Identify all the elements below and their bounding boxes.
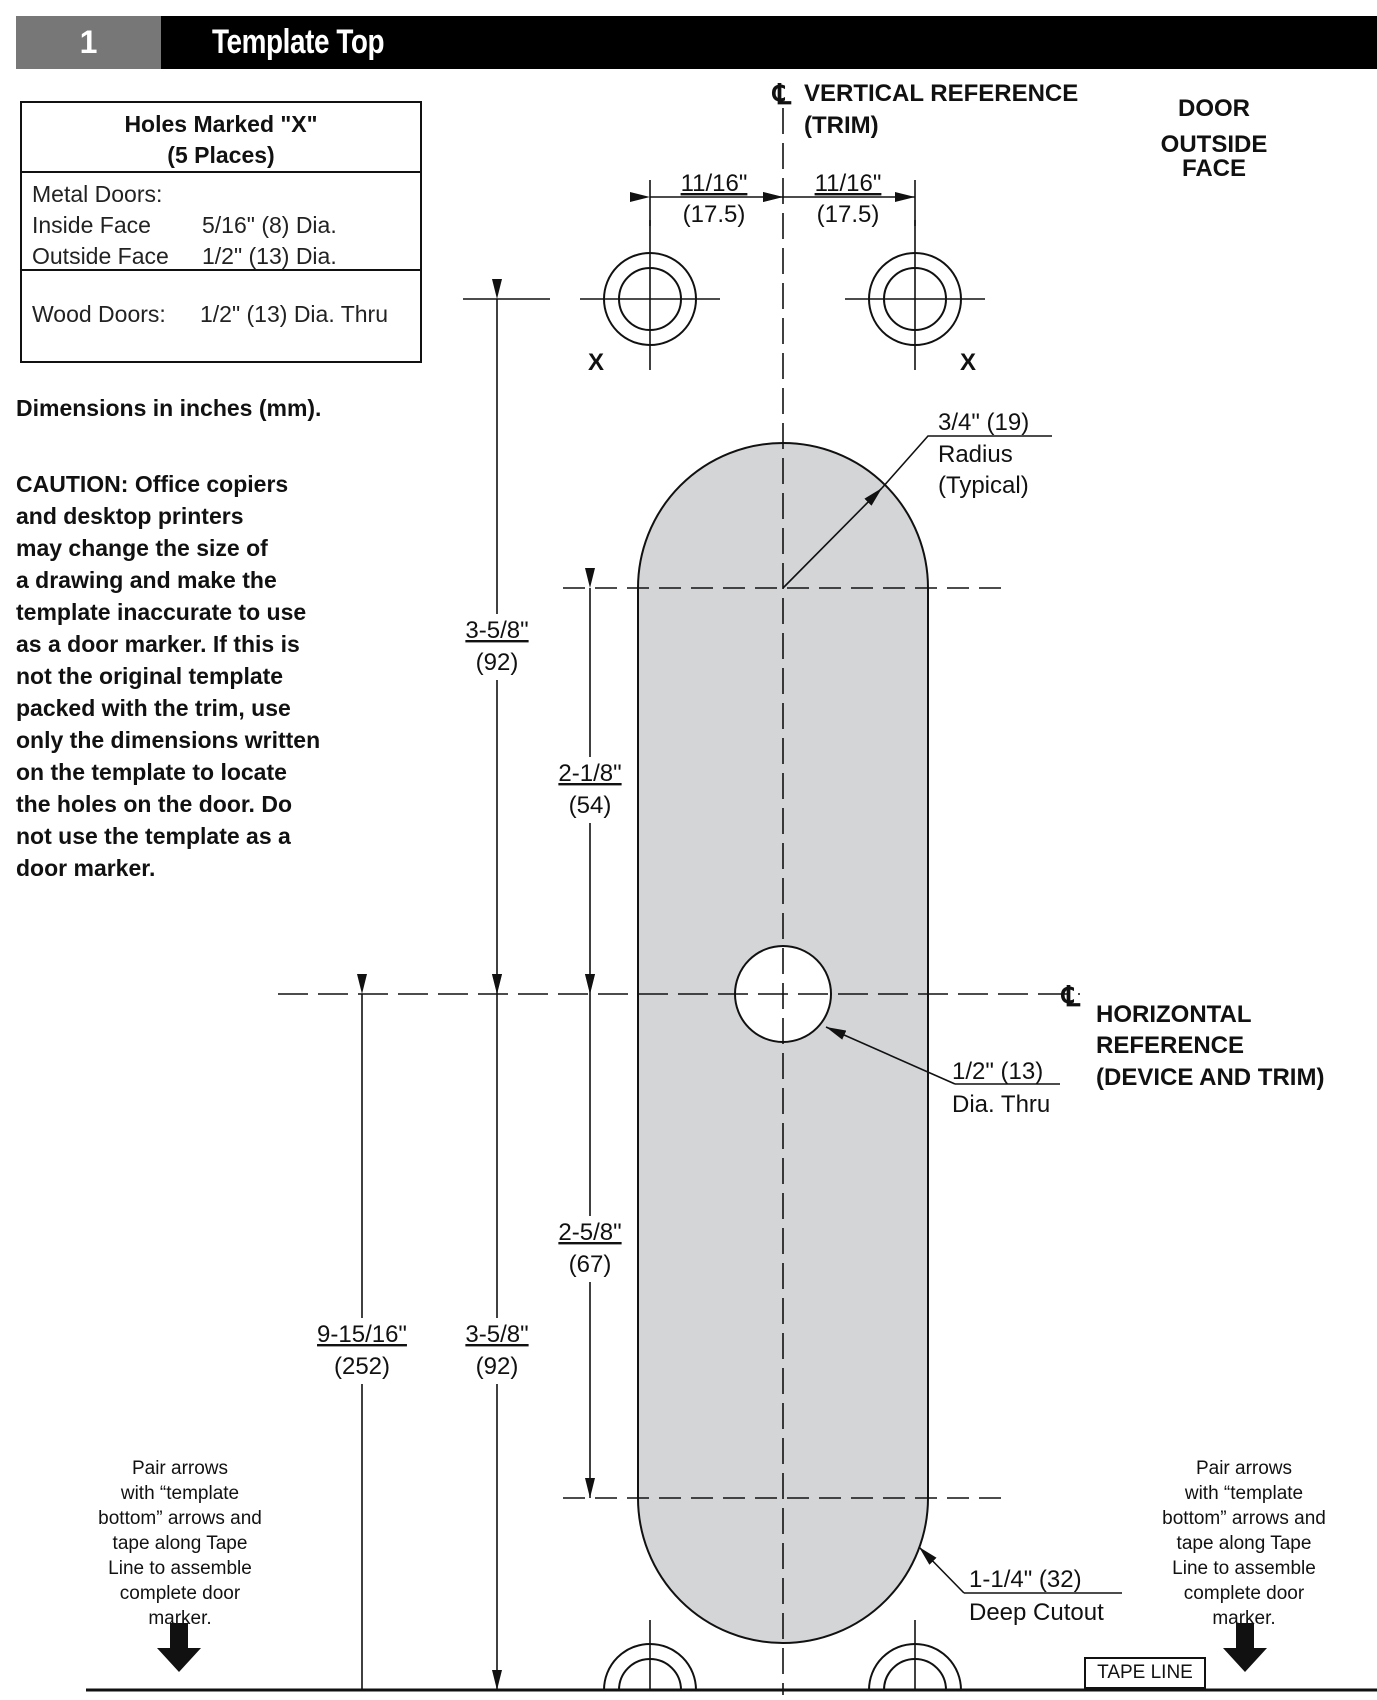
- inside-face-value: 5/16" (8) Dia.: [202, 212, 337, 238]
- hole-callout-line1: 1/2" (13): [952, 1058, 1043, 1085]
- horizontal-reference-line3: (DEVICE AND TRIM): [1096, 1064, 1324, 1091]
- dim-upper-inner-inch: 2-1/8": [558, 760, 621, 787]
- horizontal-reference-line1: HORIZONTAL: [1096, 1001, 1252, 1028]
- wood-doors-label: Wood Doors:: [32, 301, 166, 327]
- note-line: Line to assemble: [108, 1558, 252, 1579]
- radius-leader: [782, 487, 883, 589]
- dim-left-offset-inch: 11/16": [681, 170, 748, 197]
- mounting-hole-bottom-right: [868, 1620, 962, 1691]
- hole-marker-left: X: [588, 349, 604, 376]
- pair-arrows-note-right: Pair arrows with “template bottom” arrow…: [1144, 1456, 1344, 1631]
- dim-lower-inner-inch: 2-5/8": [558, 1219, 621, 1246]
- caution-line: as a door marker. If this is: [16, 631, 300, 657]
- holes-legend-table: Holes Marked "X" (5 Places) Metal Doors:…: [20, 101, 422, 363]
- caution-line: a drawing and make the: [16, 567, 277, 593]
- caution-line: template inaccurate to use: [16, 599, 307, 625]
- units-note: Dimensions in inches (mm).: [16, 395, 322, 421]
- door-face-line3: FACE: [1182, 155, 1246, 182]
- vertical-reference-line1: VERTICAL REFERENCE: [804, 80, 1078, 107]
- cutout-callout-line2: Deep Cutout: [969, 1599, 1104, 1626]
- mounting-hole-bottom-left: [603, 1620, 697, 1691]
- hole-marker-right: X: [960, 349, 976, 376]
- mounting-hole-top-right: [845, 220, 985, 370]
- inside-face-row: Inside Face 5/16" (8) Dia.: [32, 210, 410, 241]
- note-line: marker.: [148, 1608, 212, 1629]
- legend-heading: Holes Marked "X" (5 Places): [22, 103, 420, 173]
- cutout-callout-line1: 1-1/4" (32): [969, 1566, 1082, 1593]
- pair-arrow-right-icon: [1223, 1623, 1267, 1672]
- section-title: Template Top: [212, 23, 385, 61]
- vertical-cl-symbol: ℄: [771, 79, 792, 110]
- cutout-leader: [918, 1546, 965, 1594]
- note-line: Line to assemble: [1172, 1558, 1316, 1579]
- caution-line: not the original template: [16, 663, 284, 689]
- step-number: 1: [79, 24, 98, 60]
- hole-callout-line2: Dia. Thru: [952, 1091, 1050, 1118]
- caution-line: only the dimensions written: [16, 727, 321, 753]
- dim-lower-inner-mm: (67): [569, 1251, 612, 1278]
- dim-lower-outer-mm: (92): [476, 1353, 519, 1380]
- radius-callout-line1: 3/4" (19): [938, 409, 1029, 436]
- horizontal-reference-line2: REFERENCE: [1096, 1032, 1244, 1059]
- radius-callout-line2: Radius: [938, 441, 1013, 468]
- note-line: Pair arrows: [1195, 1458, 1293, 1479]
- vertical-reference-line2: (TRIM): [804, 112, 879, 139]
- hole-leader: [825, 1026, 956, 1085]
- legend-wood-doors: Wood Doors: 1/2" (13) Dia. Thru: [22, 271, 420, 330]
- step-number-box: [16, 16, 161, 69]
- metal-doors-title: Metal Doors:: [32, 181, 163, 207]
- legend-metal-doors: Metal Doors: Inside Face 5/16" (8) Dia. …: [22, 173, 420, 271]
- dim-total-mm: (252): [334, 1353, 390, 1380]
- note-line: bottom” arrows and: [1162, 1508, 1326, 1529]
- outside-face-row: Outside Face 1/2" (13) Dia.: [32, 241, 410, 272]
- dim-upper-inner-mm: (54): [569, 792, 612, 819]
- note-line: complete door: [1183, 1583, 1305, 1604]
- outside-face-value: 1/2" (13) Dia.: [202, 243, 337, 269]
- mounting-hole-top-left: [580, 220, 720, 370]
- note-line: with “template: [120, 1483, 240, 1504]
- inside-face-label: Inside Face: [32, 212, 151, 238]
- pair-arrow-left-icon: [157, 1623, 201, 1672]
- dim-total-inch: 9-15/16": [317, 1321, 407, 1348]
- pair-arrows-note-left: Pair arrows with “template bottom” arrow…: [80, 1456, 280, 1631]
- caution-line: and desktop printers: [16, 503, 244, 529]
- legend-heading-line1: Holes Marked "X": [124, 111, 318, 137]
- note-line: tape along Tape: [1176, 1533, 1312, 1554]
- radius-callout-line3: (Typical): [938, 472, 1029, 499]
- note-line: marker.: [1212, 1608, 1276, 1629]
- dim-upper-outer-mm: (92): [476, 649, 519, 676]
- door-face-line2: OUTSIDE: [1161, 131, 1268, 158]
- note-line: complete door: [119, 1583, 241, 1604]
- wood-doors-value: 1/2" (13) Dia. Thru: [200, 301, 388, 327]
- note-line: Pair arrows: [131, 1458, 229, 1479]
- dim-upper-outer-inch: 3-5/8": [465, 617, 528, 644]
- caution-line: door marker.: [16, 855, 156, 881]
- dim-left-offset-mm: (17.5): [683, 201, 746, 228]
- door-face-line1: DOOR: [1178, 95, 1250, 122]
- dim-right-offset-mm: (17.5): [817, 201, 880, 228]
- note-line: tape along Tape: [112, 1533, 248, 1554]
- note-line: with “template: [1184, 1483, 1304, 1504]
- caution-line: CAUTION: Office copiers: [16, 471, 289, 497]
- outside-face-label: Outside Face: [32, 243, 169, 269]
- tape-line-label: TAPE LINE: [1084, 1657, 1206, 1689]
- caution-line: the holes on the door. Do: [16, 791, 292, 817]
- legend-heading-line2: (5 Places): [167, 142, 275, 168]
- dim-right-offset-inch: 11/16": [815, 170, 882, 197]
- caution-line: packed with the trim, use: [16, 695, 291, 721]
- dim-lower-outer-inch: 3-5/8": [465, 1321, 528, 1348]
- section-header-bar: [16, 16, 1377, 69]
- note-line: bottom” arrows and: [98, 1508, 262, 1529]
- caution-note: CAUTION: Office copiers and desktop prin…: [16, 468, 376, 884]
- caution-line: not use the template as a: [16, 823, 291, 849]
- caution-line: may change the size of: [16, 535, 268, 561]
- horizontal-cl-symbol: ℄: [1060, 981, 1081, 1012]
- caution-line: on the template to locate: [16, 759, 287, 785]
